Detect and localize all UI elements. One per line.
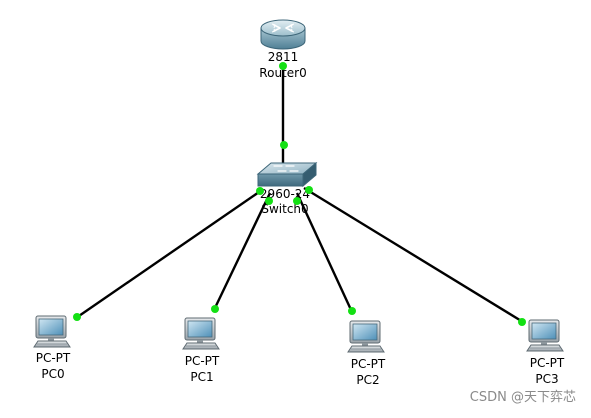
router0-model-label: 2811: [268, 50, 299, 64]
port-light: [256, 187, 264, 195]
router0-name-label: Router0: [259, 66, 306, 80]
port-light: [305, 186, 313, 194]
port-light: [280, 141, 288, 149]
link-switch0-pc2[interactable]: [295, 192, 354, 313]
port-light: [348, 307, 356, 315]
device-switch0[interactable]: 2960-24 Switch0: [256, 161, 318, 216]
device-router0[interactable]: 2811 Router0: [259, 19, 307, 80]
port-light: [279, 62, 287, 70]
pc-icon: [347, 320, 385, 353]
switch-icon: [256, 161, 318, 188]
link-switch0-pc1[interactable]: [212, 192, 272, 311]
switch0-name-label: Switch0: [261, 202, 308, 216]
port-light: [211, 305, 219, 313]
port-light: [265, 197, 273, 205]
pc0-name-label: PC0: [41, 367, 64, 381]
pc2-model-label: PC-PT: [351, 357, 386, 371]
link-switch0-pc0[interactable]: [75, 189, 263, 319]
link-switch0-pc3[interactable]: [303, 186, 524, 324]
pc0-model-label: PC-PT: [36, 351, 71, 365]
device-pc0[interactable]: PC-PT PC0: [33, 315, 71, 381]
device-pc1[interactable]: PC-PT PC1: [182, 317, 220, 384]
links: [75, 66, 524, 324]
port-indicators: [73, 62, 526, 326]
pc-icon: [33, 315, 71, 348]
device-pc2[interactable]: PC-PT PC2: [347, 320, 386, 387]
watermark-text: CSDN @天下弈芯: [470, 389, 576, 405]
pc3-model-label: PC-PT: [530, 356, 565, 370]
pc1-name-label: PC1: [190, 370, 213, 384]
port-light: [518, 318, 526, 326]
router-icon: [260, 19, 306, 50]
pc1-model-label: PC-PT: [185, 354, 220, 368]
pc3-name-label: PC3: [535, 372, 558, 386]
pc-icon: [182, 317, 220, 350]
port-light: [73, 313, 81, 321]
device-pc3[interactable]: PC-PT PC3: [526, 319, 565, 386]
port-light: [293, 197, 301, 205]
pc-icon: [526, 319, 564, 352]
pc2-name-label: PC2: [356, 373, 379, 387]
